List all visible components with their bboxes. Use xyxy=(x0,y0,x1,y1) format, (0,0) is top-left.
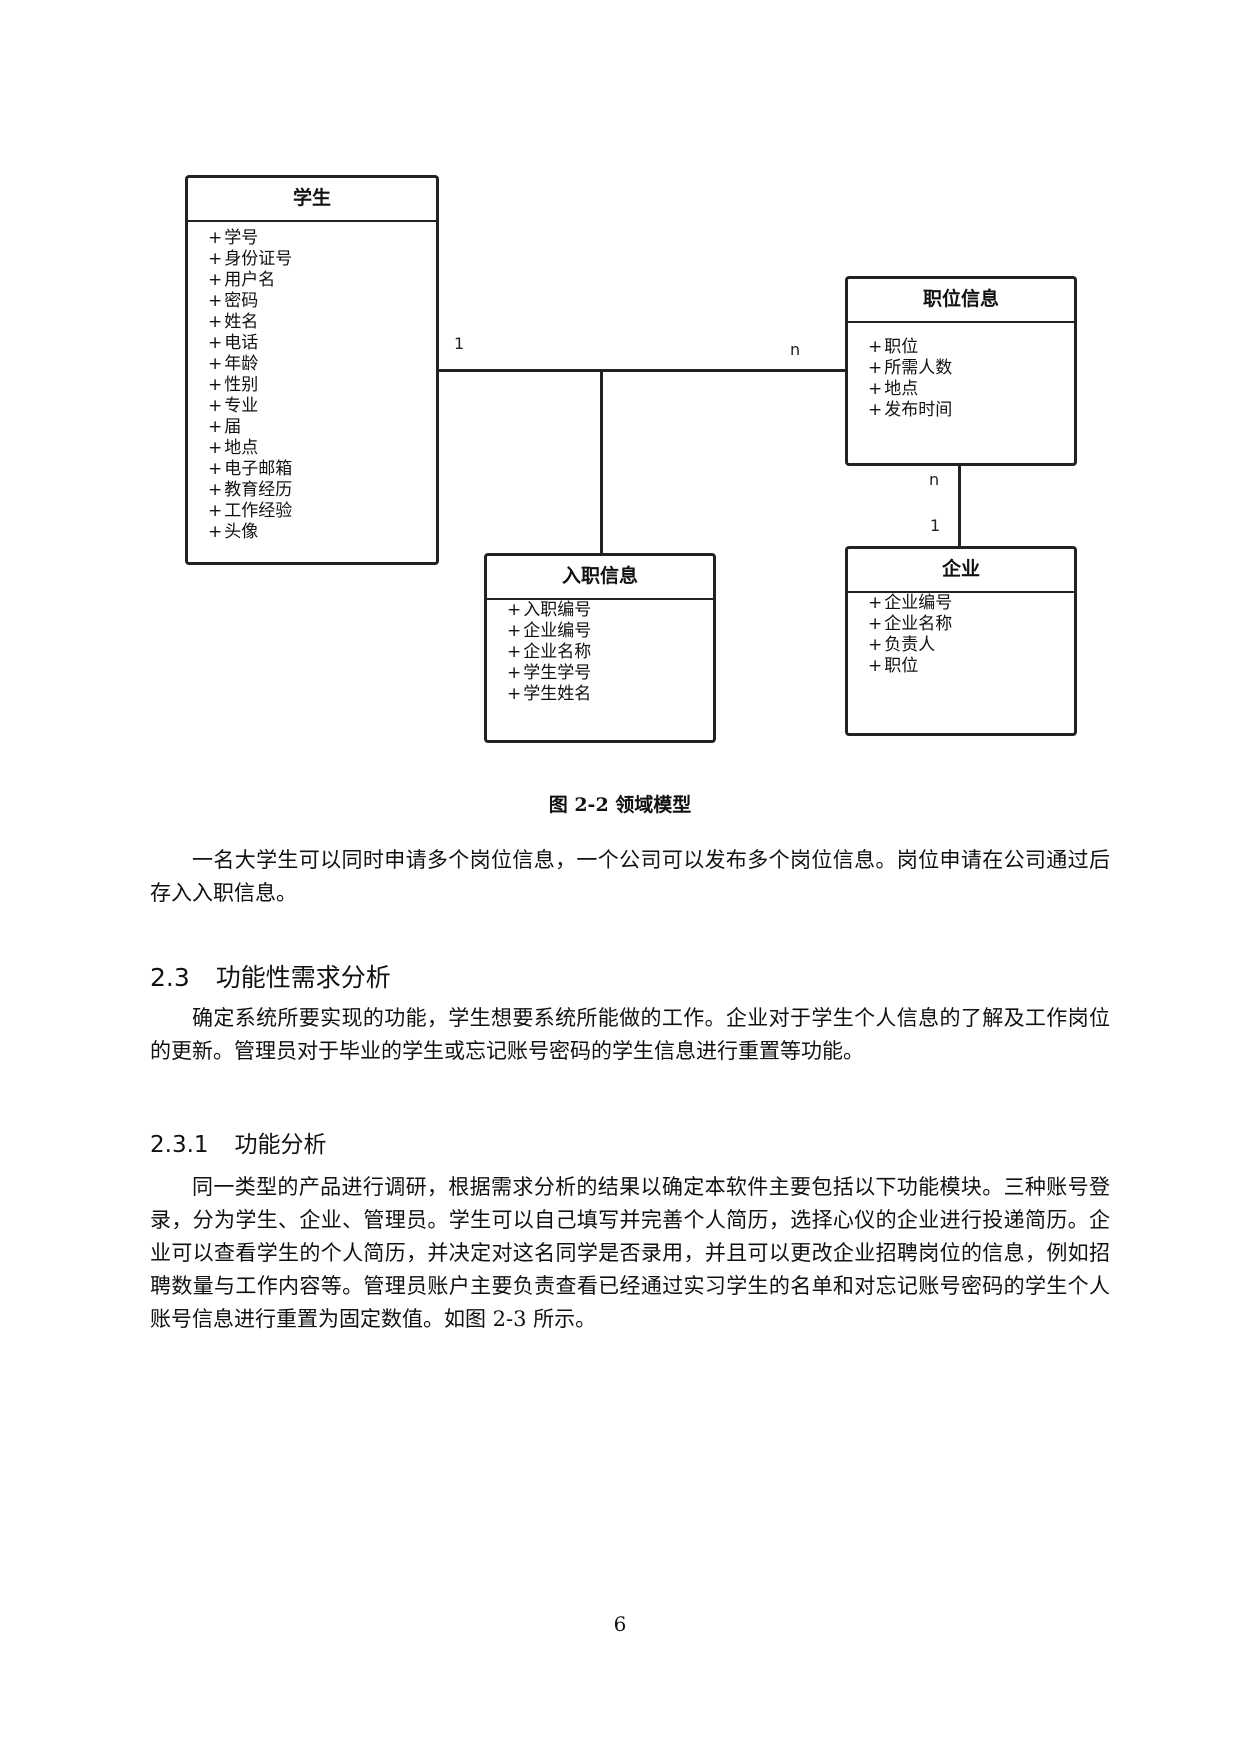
class-position-attributes: 职位 所需人数 地点 发布时间 xyxy=(848,323,1074,421)
attr: 头像 xyxy=(208,522,436,543)
attr: 地点 xyxy=(868,379,1074,400)
paragraph-1: 一名大学生可以同时申请多个岗位信息，一个公司可以发布多个岗位信息。岗位申请在公司… xyxy=(150,848,1110,905)
attr: 专业 xyxy=(208,396,436,417)
attr: 密码 xyxy=(208,291,436,312)
attr: 企业名称 xyxy=(507,642,713,663)
class-company-title: 企业 xyxy=(848,549,1074,593)
attr: 入职编号 xyxy=(507,600,713,621)
attr: 职位 xyxy=(868,337,1074,358)
attr: 工作经验 xyxy=(208,501,436,522)
attr: 学生学号 xyxy=(507,663,713,684)
attr: 年龄 xyxy=(208,354,436,375)
attr: 性别 xyxy=(208,375,436,396)
attr: 届 xyxy=(208,417,436,438)
paragraph-2: 确定系统所要实现的功能，学生想要系统所能做的工作。企业对于学生个人信息的了解及工… xyxy=(150,1006,1110,1063)
attr: 企业编号 xyxy=(507,621,713,642)
section-heading-2-3: 2.3 功能性需求分析 xyxy=(150,958,391,994)
class-onboarding-info: 入职信息 入职编号 企业编号 企业名称 学生学号 学生姓名 xyxy=(484,553,716,743)
class-company-attributes: 企业编号 企业名称 负责人 职位 xyxy=(848,593,1074,677)
attr: 企业名称 xyxy=(868,614,1074,635)
paragraph-3: 同一类型的产品进行调研，根据需求分析的结果以确定本软件主要包括以下功能模块。三种… xyxy=(150,1175,1110,1331)
multiplicity-company-top: 1 xyxy=(930,516,941,535)
assoc-student-position-line xyxy=(439,369,845,372)
multiplicity-position-bottom: n xyxy=(929,470,940,489)
class-position-title: 职位信息 xyxy=(848,279,1074,323)
attr: 学生姓名 xyxy=(507,684,713,705)
attr: 负责人 xyxy=(868,635,1074,656)
class-onboarding-title: 入职信息 xyxy=(487,556,713,600)
section-number: 2.3.1 xyxy=(150,1132,209,1158)
attr: 电子邮箱 xyxy=(208,459,436,480)
assoc-position-company-line xyxy=(958,466,961,546)
section-title: 功能性需求分析 xyxy=(215,963,391,992)
attr: 用户名 xyxy=(208,270,436,291)
section-heading-2-3-1: 2.3.1 功能分析 xyxy=(150,1125,327,1159)
section-title: 功能分析 xyxy=(234,1132,327,1158)
attr: 身份证号 xyxy=(208,249,436,270)
figure-caption: 图 2-2 领域模型 xyxy=(548,794,692,816)
assoc-onboarding-line xyxy=(600,369,603,553)
multiplicity-position-left: n xyxy=(790,340,801,359)
class-student: 学生 学号 身份证号 用户名 密码 姓名 电话 年龄 性别 专业 届 地点 电子… xyxy=(185,175,439,565)
attr: 企业编号 xyxy=(868,593,1074,614)
class-onboarding-attributes: 入职编号 企业编号 企业名称 学生学号 学生姓名 xyxy=(487,600,713,705)
page-number: 6 xyxy=(613,1612,627,1636)
attr: 地点 xyxy=(208,438,436,459)
section-number: 2.3 xyxy=(150,963,190,992)
attr: 学号 xyxy=(208,228,436,249)
attr: 姓名 xyxy=(208,312,436,333)
class-student-attributes: 学号 身份证号 用户名 密码 姓名 电话 年龄 性别 专业 届 地点 电子邮箱 … xyxy=(188,222,436,543)
attr: 教育经历 xyxy=(208,480,436,501)
attr: 发布时间 xyxy=(868,400,1074,421)
class-position-info: 职位信息 职位 所需人数 地点 发布时间 xyxy=(845,276,1077,466)
class-student-title: 学生 xyxy=(188,178,436,222)
attr: 职位 xyxy=(868,656,1074,677)
class-company: 企业 企业编号 企业名称 负责人 职位 xyxy=(845,546,1077,736)
multiplicity-student: 1 xyxy=(454,334,465,353)
attr: 所需人数 xyxy=(868,358,1074,379)
attr: 电话 xyxy=(208,333,436,354)
